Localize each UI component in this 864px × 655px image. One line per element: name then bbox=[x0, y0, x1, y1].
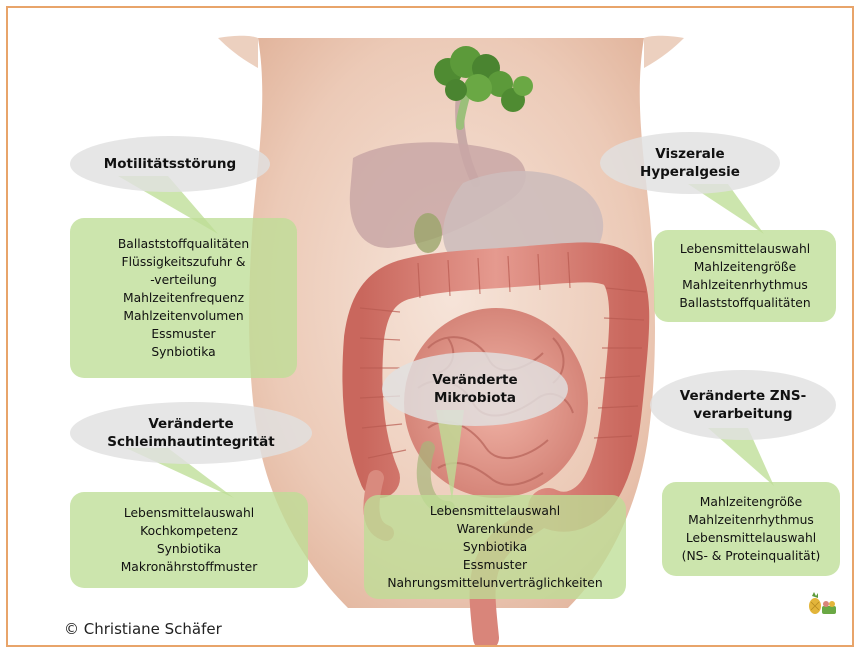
motility-item: Essmuster bbox=[151, 325, 215, 343]
mucosa-box: Lebensmittelauswahl Kochkompetenz Synbio… bbox=[70, 492, 308, 588]
microbiota-item: Warenkunde bbox=[457, 520, 534, 538]
visceral-title-line2: Hyperalgesie bbox=[640, 163, 740, 181]
microbiota-item: Essmuster bbox=[463, 556, 527, 574]
microbiota-item: Nahrungsmittelunverträglichkeiten bbox=[387, 574, 602, 592]
mucosa-oval: Veränderte Schleimhautintegrität bbox=[70, 402, 312, 464]
mucosa-item: Synbiotika bbox=[157, 540, 221, 558]
visceral-item: Lebensmittelauswahl bbox=[680, 240, 810, 258]
motility-item: Flüssigkeitszufuhr & bbox=[122, 253, 246, 271]
pineapple-logo-icon bbox=[806, 592, 840, 616]
motility-title: Motilitätsstörung bbox=[104, 155, 236, 173]
visceral-item: Mahlzeitengröße bbox=[694, 258, 796, 276]
motility-box: Ballaststoffqualitäten Flüssigkeitszufuh… bbox=[70, 218, 297, 378]
cns-item: Mahlzeitengröße bbox=[700, 493, 802, 511]
cns-title-line1: Veränderte ZNS- bbox=[680, 387, 806, 405]
visceral-item: Ballaststoffqualitäten bbox=[679, 294, 810, 312]
motility-item: -verteilung bbox=[150, 271, 217, 289]
microbiota-title-line1: Veränderte bbox=[432, 371, 517, 389]
visceral-oval: Viszerale Hyperalgesie bbox=[600, 132, 780, 194]
cns-item: Mahlzeitenrhythmus bbox=[688, 511, 814, 529]
cns-item: (NS- & Proteinqualität) bbox=[682, 547, 821, 565]
mucosa-item: Lebensmittelauswahl bbox=[124, 504, 254, 522]
motility-item: Ballaststoffqualitäten bbox=[118, 235, 249, 253]
copyright-text: © Christiane Schäfer bbox=[64, 620, 222, 638]
diagram-stage: Motilitätsstörung Ballaststoffqualitäten… bbox=[8, 8, 854, 647]
visceral-item: Mahlzeitenrhythmus bbox=[682, 276, 808, 294]
motility-item: Mahlzeitenvolumen bbox=[123, 307, 243, 325]
mucosa-item: Kochkompetenz bbox=[140, 522, 238, 540]
motility-oval: Motilitätsstörung bbox=[70, 136, 270, 192]
cns-oval: Veränderte ZNS- verarbeitung bbox=[650, 370, 836, 440]
diagram-frame: Motilitätsstörung Ballaststoffqualitäten… bbox=[6, 6, 854, 647]
cns-box: Mahlzeitengröße Mahlzeitenrhythmus Leben… bbox=[662, 482, 840, 576]
microbiota-title-line2: Mikrobiota bbox=[432, 389, 517, 407]
cns-title-line2: verarbeitung bbox=[680, 405, 806, 423]
mucosa-title-line1: Veränderte bbox=[107, 415, 274, 433]
visceral-box: Lebensmittelauswahl Mahlzeitengröße Mahl… bbox=[654, 230, 836, 322]
mucosa-item: Makronährstoffmuster bbox=[121, 558, 258, 576]
motility-item: Synbiotika bbox=[151, 343, 215, 361]
cns-item: Lebensmittelauswahl bbox=[686, 529, 816, 547]
microbiota-item: Lebensmittelauswahl bbox=[430, 502, 560, 520]
microbiota-oval: Veränderte Mikrobiota bbox=[382, 352, 568, 426]
motility-item: Mahlzeitenfrequenz bbox=[123, 289, 244, 307]
mucosa-title-line2: Schleimhautintegrität bbox=[107, 433, 274, 451]
microbiota-item: Synbiotika bbox=[463, 538, 527, 556]
visceral-title-line1: Viszerale bbox=[640, 145, 740, 163]
microbiota-box: Lebensmittelauswahl Warenkunde Synbiotik… bbox=[364, 495, 626, 599]
